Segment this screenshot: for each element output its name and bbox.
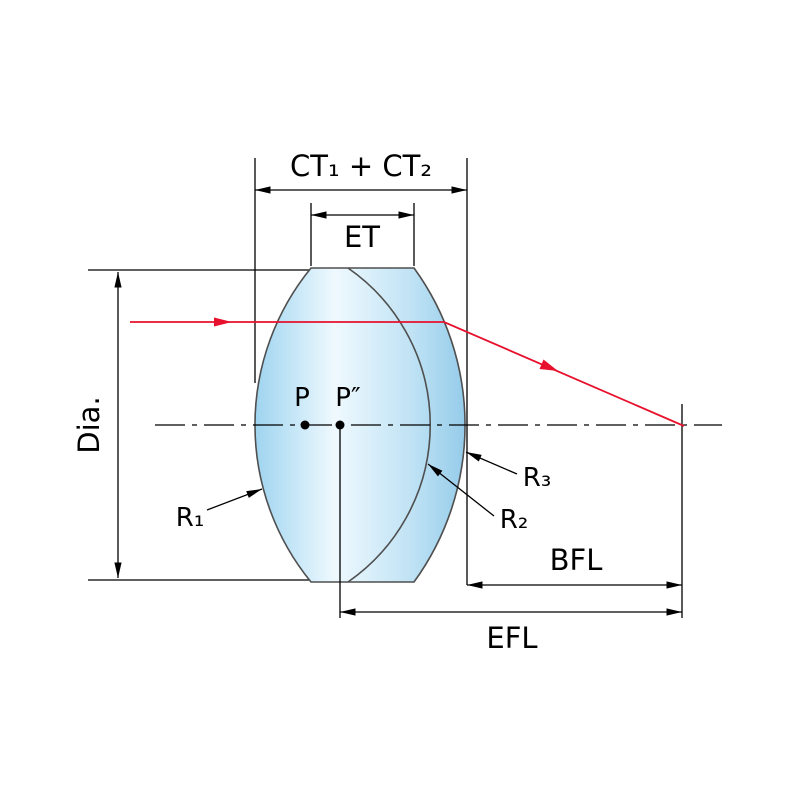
dim-efl: EFL: [340, 608, 682, 655]
cement-interface: [347, 267, 431, 583]
r3-leader-line: [465, 451, 518, 475]
radius-annotations: R₁ R₂ R₃: [176, 451, 552, 535]
ray-arrowhead-incident: [214, 317, 232, 327]
r1-leader-line: [206, 488, 263, 511]
dim-bfl: BFL: [467, 543, 682, 589]
et-label: ET: [344, 220, 380, 254]
r2-leader-line: [427, 463, 495, 517]
dim-ct: CT₁ + CT₂: [254, 149, 468, 585]
r2-label: R₂: [500, 505, 529, 535]
efl-label: EFL: [486, 621, 537, 655]
ct-label: CT₁ + CT₂: [290, 149, 432, 183]
point-p: [300, 420, 310, 430]
ray: [130, 317, 685, 427]
r1-label: R₁: [176, 503, 205, 533]
dia-label: Dia.: [72, 396, 106, 453]
r3-label: R₃: [523, 463, 552, 493]
ray-arrowhead-refracted: [539, 359, 558, 371]
p-double-prime-label: P″: [335, 383, 361, 413]
principal-points: P P″: [294, 383, 361, 430]
point-p-double-prime: [335, 420, 345, 430]
p-label: P: [294, 383, 310, 413]
light-ray: [130, 321, 685, 427]
dim-et: ET: [310, 203, 415, 266]
dim-dia: Dia.: [72, 269, 309, 581]
bfl-label: BFL: [550, 543, 603, 577]
